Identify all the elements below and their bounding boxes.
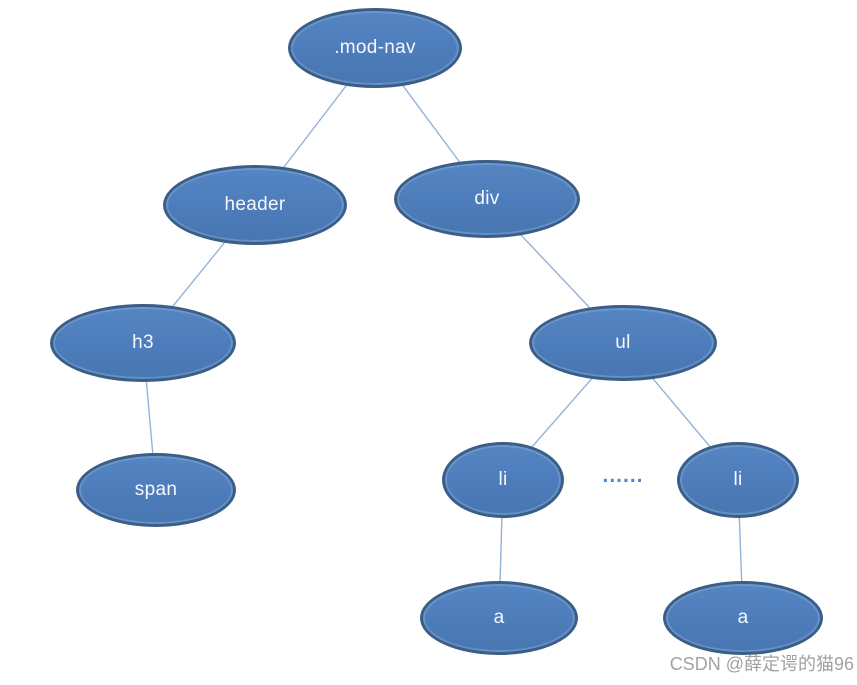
tree-node-div-label: div: [474, 188, 500, 209]
tree-node-a-left-label: a: [493, 607, 505, 628]
tree-node-span-label: span: [134, 479, 178, 500]
tree-node-ul-label: ul: [615, 332, 631, 353]
tree-node-li-right-label: li: [733, 469, 743, 490]
tree-node-mod-nav: .mod-nav: [288, 8, 462, 88]
tree-node-li-left-label: li: [498, 469, 508, 490]
tree-node-header: header: [163, 165, 347, 245]
tree-node-ul: ul: [529, 305, 717, 381]
tree-node-span: span: [76, 453, 236, 527]
tree-node-h3: h3: [50, 304, 236, 382]
tree-node-a-right-label: a: [737, 607, 749, 628]
tree-node-li-right: li: [677, 442, 799, 518]
tree-node-h3-label: h3: [132, 332, 154, 353]
tree-node-header-label: header: [224, 194, 286, 215]
ellipsis-dots: ......: [602, 464, 644, 487]
tree-node-a-left: a: [420, 581, 578, 655]
tree-node-a-right: a: [663, 581, 823, 655]
watermark-text: CSDN @薛定谔的猫96: [669, 654, 854, 674]
tree-node-li-left: li: [442, 442, 564, 518]
tree-node-div: div: [394, 160, 580, 238]
tree-node-mod-nav-label: .mod-nav: [334, 37, 416, 58]
